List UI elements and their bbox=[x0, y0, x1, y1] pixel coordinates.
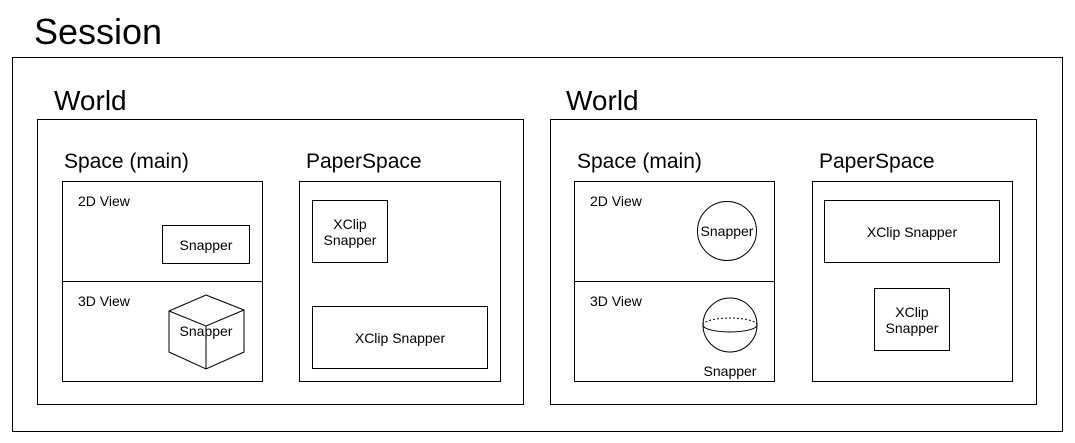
cube-icon bbox=[168, 294, 245, 370]
view-2d-label: 2D View bbox=[590, 193, 642, 209]
view-3d-label: 3D View bbox=[590, 293, 642, 309]
world-title: World bbox=[566, 85, 639, 116]
view-divider bbox=[574, 281, 775, 282]
view-3d-label: 3D View bbox=[78, 293, 130, 309]
xclip-snapper-label: XClip Snapper bbox=[885, 303, 939, 336]
snapper-circle: Snapper bbox=[697, 201, 757, 261]
xclip-snapper: XClip Snapper bbox=[312, 200, 388, 263]
space-title: Space (main) bbox=[577, 150, 702, 173]
session-title: Session bbox=[34, 11, 163, 52]
view-divider bbox=[62, 281, 263, 282]
space-title: Space (main) bbox=[64, 150, 189, 173]
sphere-icon bbox=[702, 297, 758, 353]
paperspace-title: PaperSpace bbox=[819, 150, 935, 173]
snapper-label: Snapper bbox=[179, 323, 233, 339]
xclip-snapper-label: XClip Snapper bbox=[323, 215, 377, 248]
snapper-label: Snapper bbox=[179, 236, 233, 253]
snapper-label: Snapper bbox=[703, 363, 757, 379]
xclip-snapper: XClip Snapper bbox=[312, 306, 488, 369]
xclip-snapper: XClip Snapper bbox=[824, 200, 1000, 263]
xclip-snapper-label: XClip Snapper bbox=[866, 223, 958, 240]
snapper-rectangle: Snapper bbox=[162, 225, 250, 264]
snapper-label: Snapper bbox=[700, 223, 754, 239]
world-title: World bbox=[54, 85, 127, 116]
paperspace-title: PaperSpace bbox=[306, 150, 422, 173]
xclip-snapper: XClip Snapper bbox=[874, 288, 950, 351]
view-2d-label: 2D View bbox=[78, 193, 130, 209]
xclip-snapper-label: XClip Snapper bbox=[354, 329, 446, 346]
